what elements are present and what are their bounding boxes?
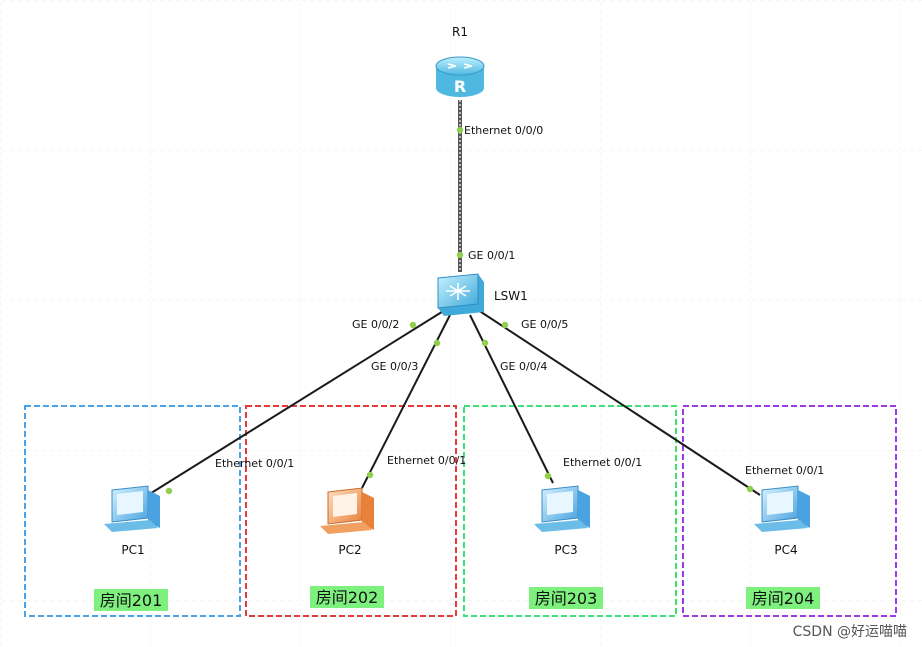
switch-lsw1[interactable]: LSW1 [437, 273, 528, 316]
room-204-label-bg [746, 587, 820, 609]
pc2[interactable]: PC2 [320, 487, 374, 557]
port-label-sw-ge1: GE 0/0/1 [468, 249, 515, 262]
links [139, 100, 761, 501]
router-r1[interactable]: R R1 [435, 25, 485, 97]
room-203-box [463, 405, 677, 617]
room-203-label-bg [529, 587, 603, 609]
pc-icon [754, 485, 810, 532]
port-label-sw-ge2: GE 0/0/2 [352, 318, 399, 331]
pc-icon [104, 485, 160, 532]
router-icon: R [435, 56, 485, 97]
port-dot-r1 [456, 126, 464, 134]
port-dot-sw-ge4 [481, 339, 489, 347]
room-201-box [24, 405, 241, 617]
room-204-box [682, 405, 897, 617]
watermark: CSDN @好运喵喵 [793, 624, 907, 640]
room-201-label-bg [94, 589, 168, 611]
port-dots [165, 126, 754, 495]
port-label-pc4-eth: Ethernet 0/0/1 [745, 464, 824, 477]
room-labels: 房间201 房间202 房间203 房间204 [94, 586, 820, 611]
port-dot-pc2 [366, 471, 374, 479]
pc1[interactable]: PC1 [104, 485, 160, 557]
room-202-label: 房间202 [316, 588, 379, 607]
port-dot-pc1 [165, 487, 173, 495]
pc3-label: PC3 [554, 543, 577, 557]
room-204-label: 房间204 [752, 589, 815, 608]
port-labels: Ethernet 0/0/0 GE 0/0/1 GE 0/0/2 GE 0/0/… [215, 124, 824, 477]
link-lsw1-pc4[interactable] [477, 309, 761, 496]
port-label-pc2-eth: Ethernet 0/0/1 [387, 454, 466, 467]
port-label-r1-eth: Ethernet 0/0/0 [464, 124, 543, 137]
svg-text:R: R [454, 77, 466, 96]
port-dot-sw-ge3 [433, 339, 441, 347]
link-lsw1-pc1[interactable] [139, 309, 446, 501]
port-label-pc1-eth: Ethernet 0/0/1 [215, 457, 294, 470]
pc-icon [320, 487, 374, 534]
pc1-label: PC1 [121, 543, 144, 557]
room-203-label: 房间203 [535, 589, 598, 608]
pc3[interactable]: PC3 [534, 485, 590, 557]
room-201-label: 房间201 [100, 591, 163, 610]
room-202-label-bg [310, 586, 384, 608]
pc4-label: PC4 [774, 543, 797, 557]
port-label-sw-ge3: GE 0/0/3 [371, 360, 418, 373]
router-label: R1 [452, 25, 468, 39]
room-202-box [245, 405, 457, 617]
port-dot-pc4 [746, 485, 754, 493]
port-label-sw-ge5: GE 0/0/5 [521, 318, 568, 331]
port-dot-pc3 [544, 472, 552, 480]
port-dot-sw-ge2 [409, 321, 417, 329]
port-label-pc3-eth: Ethernet 0/0/1 [563, 456, 642, 469]
port-dot-sw-ge1 [456, 251, 464, 259]
switch-label: LSW1 [494, 289, 528, 303]
pc-icon [534, 485, 590, 532]
pc4[interactable]: PC4 [754, 485, 810, 557]
pc2-label: PC2 [338, 543, 361, 557]
port-dot-sw-ge5 [501, 321, 509, 329]
port-label-sw-ge4: GE 0/0/4 [500, 360, 547, 373]
switch-icon [437, 273, 484, 316]
